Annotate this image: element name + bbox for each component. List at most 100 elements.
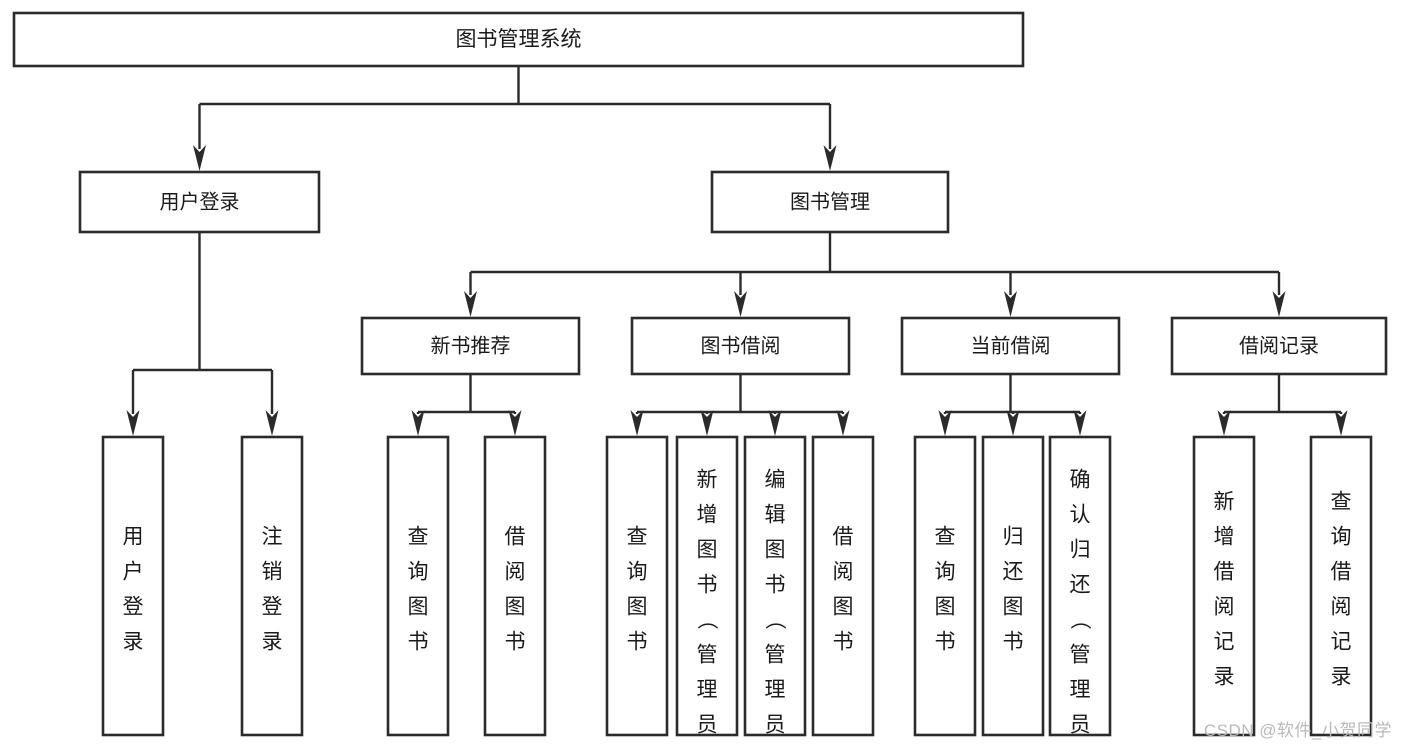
edge-group-current-borrow [938, 374, 1087, 436]
node-book-manage[interactable]: 图书管理 [710, 170, 950, 234]
node-label: 借阅记录 [1239, 334, 1319, 357]
arrow-head-icon [1073, 410, 1087, 436]
node-label-char: 辑 [765, 503, 786, 526]
node-label-char: 录 [262, 630, 283, 653]
node-frame [1048, 435, 1112, 737]
node-label-char: 户 [123, 560, 144, 583]
node-label-char: 书 [408, 630, 429, 653]
arrow-head-icon [823, 145, 837, 171]
node-frame [1192, 435, 1256, 737]
node-user-login[interactable]: 用户登录 [78, 170, 321, 234]
node-label-char: 录 [1331, 665, 1352, 688]
node-label-char: 图 [408, 595, 429, 618]
node-label-char: 认 [1070, 503, 1091, 526]
node-frame [900, 316, 1121, 376]
node-new-book-recommend[interactable]: 新书推荐 [360, 316, 581, 376]
node-label-char: 询 [627, 560, 648, 583]
node-label-char: 理 [765, 678, 786, 701]
node-label-char: 阅 [1331, 595, 1352, 618]
arrow-head-icon [1006, 410, 1020, 436]
edge-group-new-book-recommend [411, 374, 522, 436]
node-book-borrow[interactable]: 图书借阅 [630, 316, 851, 376]
node-label-char: 书 [697, 573, 718, 596]
node-label-char: 书 [1003, 630, 1024, 653]
node-label-char: 录 [123, 630, 144, 653]
arrow-head-icon [508, 410, 522, 436]
node-frame [360, 316, 581, 376]
node-leaf-user-login[interactable]: 用户登录 [101, 435, 165, 737]
node-label-char: 查 [408, 525, 429, 548]
node-label-char: 阅 [833, 560, 854, 583]
node-label-char: 增 [697, 503, 718, 526]
arrow-head-icon [1217, 410, 1231, 436]
node-label-char: 员 [765, 713, 786, 736]
node-frame [78, 170, 321, 234]
node-label-char: 新 [1214, 490, 1235, 513]
node-frame [1170, 316, 1388, 376]
node-current-borrow[interactable]: 当前借阅 [900, 316, 1121, 376]
node-frame [12, 11, 1025, 68]
node-borrow-record[interactable]: 借阅记录 [1170, 316, 1388, 376]
node-root[interactable]: 图书管理系统 [12, 11, 1025, 68]
edge-group-borrow-record [1217, 374, 1348, 436]
node-label-char: 员 [697, 713, 718, 736]
node-label-char: 新 [697, 468, 718, 491]
arrow-head-icon [938, 410, 952, 436]
node-label: 图书管理 [790, 190, 870, 213]
node-label-char: （ [763, 609, 786, 630]
node-label-char: 图 [697, 538, 718, 561]
node-label-char: 借 [1214, 560, 1235, 583]
node-label-char: 管 [697, 643, 718, 666]
node-label-char: 注 [262, 525, 283, 548]
arrow-head-icon [700, 410, 714, 436]
node-label-char: 归 [1003, 525, 1024, 548]
node-label-char: 用 [123, 525, 144, 548]
node-frame [630, 316, 851, 376]
node-label-char: 确 [1070, 468, 1091, 491]
node-label-char: 理 [1070, 678, 1091, 701]
node-frame [710, 170, 950, 234]
node-label-char: 还 [1070, 573, 1091, 596]
node-frame [483, 435, 547, 737]
arrow-head-icon [193, 145, 206, 171]
node-frame [386, 435, 450, 737]
node-label-char: 图 [833, 595, 854, 618]
node-label-char: 书 [935, 630, 956, 653]
node-label-char: 归 [1070, 538, 1091, 561]
node-label-char: 录 [1214, 665, 1235, 688]
node-label-char: 图 [627, 595, 648, 618]
node-label-char: 编 [765, 468, 786, 491]
node-label-char: 书 [505, 630, 526, 653]
node-label-char: （ [695, 609, 718, 630]
node-label-char: 借 [505, 525, 526, 548]
node-label-char: 销 [262, 560, 283, 583]
node-label-char: 图 [935, 595, 956, 618]
node-label-char: 书 [833, 630, 854, 653]
node-label-char: 查 [627, 525, 648, 548]
node-label-char: 询 [408, 560, 429, 583]
node-frame [240, 435, 304, 737]
arrow-head-icon [464, 291, 477, 317]
node-label-char: 登 [123, 595, 144, 618]
node-frame [913, 435, 977, 737]
edge-group-user-login [126, 232, 279, 436]
node-label-char: 管 [765, 643, 786, 666]
node-label-char: 员 [1070, 713, 1091, 736]
arrow-head-icon [630, 410, 644, 436]
node-label-char: 书 [627, 630, 648, 653]
node-label-char: 记 [1331, 630, 1352, 653]
arrow-head-icon [768, 410, 782, 436]
node-frame [743, 435, 807, 737]
